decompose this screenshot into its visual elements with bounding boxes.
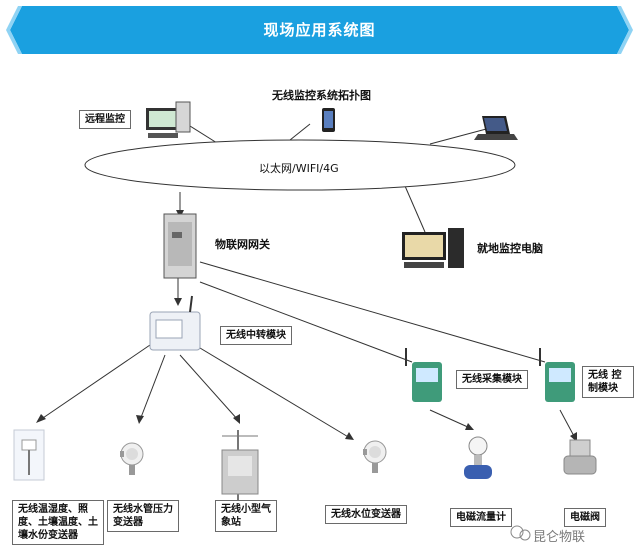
flow-meter-label: 电磁流量计 xyxy=(450,508,512,527)
page-title: 现场应用系统图 xyxy=(263,21,376,39)
collector-module-icon xyxy=(405,348,442,402)
diagram-title: 无线监控系统拓扑图 xyxy=(272,89,371,102)
link-relay-weather xyxy=(179,354,239,421)
controller-label: 无线 控 制模块 xyxy=(582,366,634,398)
weather-station-icon xyxy=(221,430,259,500)
valve-label: 电磁阀 xyxy=(564,508,606,527)
link-gateway-collector xyxy=(199,281,413,363)
gateway-label: 物联网网关 xyxy=(215,238,270,251)
link-relay-temp xyxy=(39,344,151,421)
flow-meter-icon xyxy=(464,436,492,479)
link-gateway-controller xyxy=(199,261,546,363)
water-level-transmitter-icon xyxy=(363,440,387,473)
collector-label: 无线采集模块 xyxy=(456,370,528,389)
temp-humidity-sensor-icon xyxy=(13,429,45,481)
link-phone-network xyxy=(289,123,311,141)
network-cloud xyxy=(84,139,516,191)
link-controller-valve xyxy=(559,409,576,439)
link-laptop-network xyxy=(429,127,491,145)
network-label: 以太网/WIFI/4G xyxy=(259,162,339,175)
link-localpc-network xyxy=(404,185,426,233)
pressure-transmitter-icon xyxy=(120,442,144,475)
controller-module-icon xyxy=(539,348,575,402)
laptop-icon xyxy=(474,116,518,140)
topology-diagram xyxy=(13,101,597,541)
local-pc-label: 就地监控电脑 xyxy=(477,242,543,255)
relay-label: 无线中转模块 xyxy=(220,326,292,345)
desktop-pc-icon xyxy=(146,101,191,138)
weather-station-label: 无线小型气象站 xyxy=(215,500,277,532)
smartphone-icon xyxy=(322,108,335,132)
gateway-cabinet-icon xyxy=(163,213,197,279)
link-relay-pressure xyxy=(139,354,166,421)
relay-module-icon xyxy=(149,295,201,351)
link-relay-level xyxy=(194,344,351,439)
header-banner: 现场应用系统图 xyxy=(0,0,639,60)
remote-monitor-label: 远程监控 xyxy=(79,110,131,129)
pipe-pressure-label: 无线水管压力变送器 xyxy=(107,500,179,532)
solenoid-valve-icon xyxy=(563,439,597,475)
local-desktop-pc-icon xyxy=(402,228,464,268)
watermark-text: 昆仑物联 xyxy=(533,530,586,545)
water-level-label: 无线水位变送器 xyxy=(325,505,407,524)
banner-shape xyxy=(6,6,633,54)
watermark-logo-icon xyxy=(510,525,531,541)
link-collector-flow xyxy=(429,409,471,429)
temp-humidity-label: 无线温湿度、照度、土壤温度、土壤水份变送器 xyxy=(12,500,104,545)
